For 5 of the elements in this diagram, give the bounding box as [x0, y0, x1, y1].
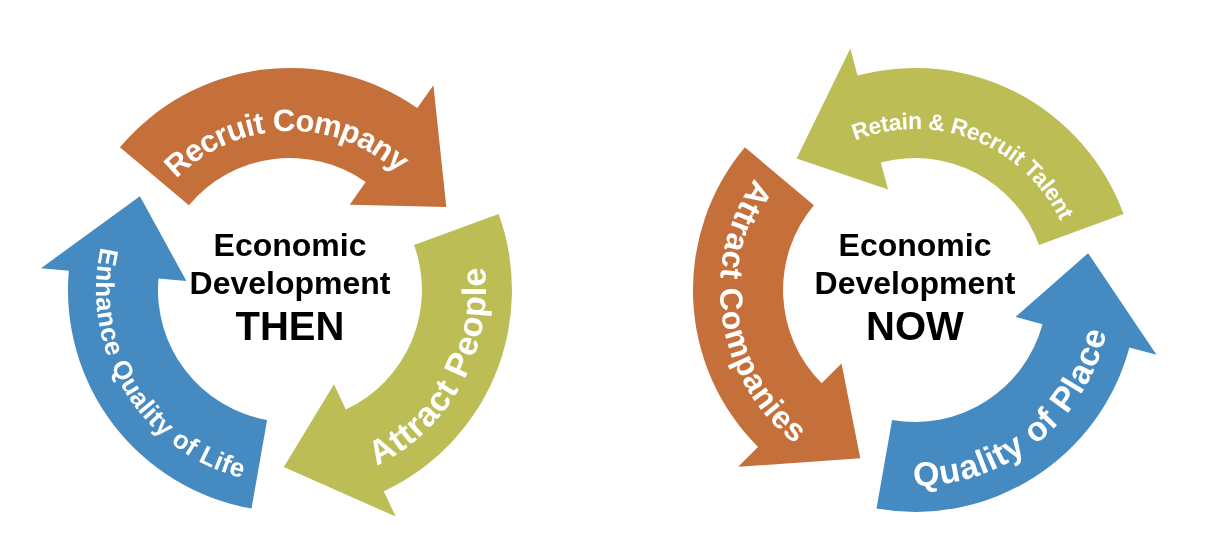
center-heading: Economic Development: [188, 226, 392, 303]
cycle-segment: [119, 67, 447, 207]
center-heading: Economic Development: [813, 226, 1017, 303]
center-heading: NOW: [865, 303, 965, 350]
center-heading: THEN: [234, 303, 346, 350]
